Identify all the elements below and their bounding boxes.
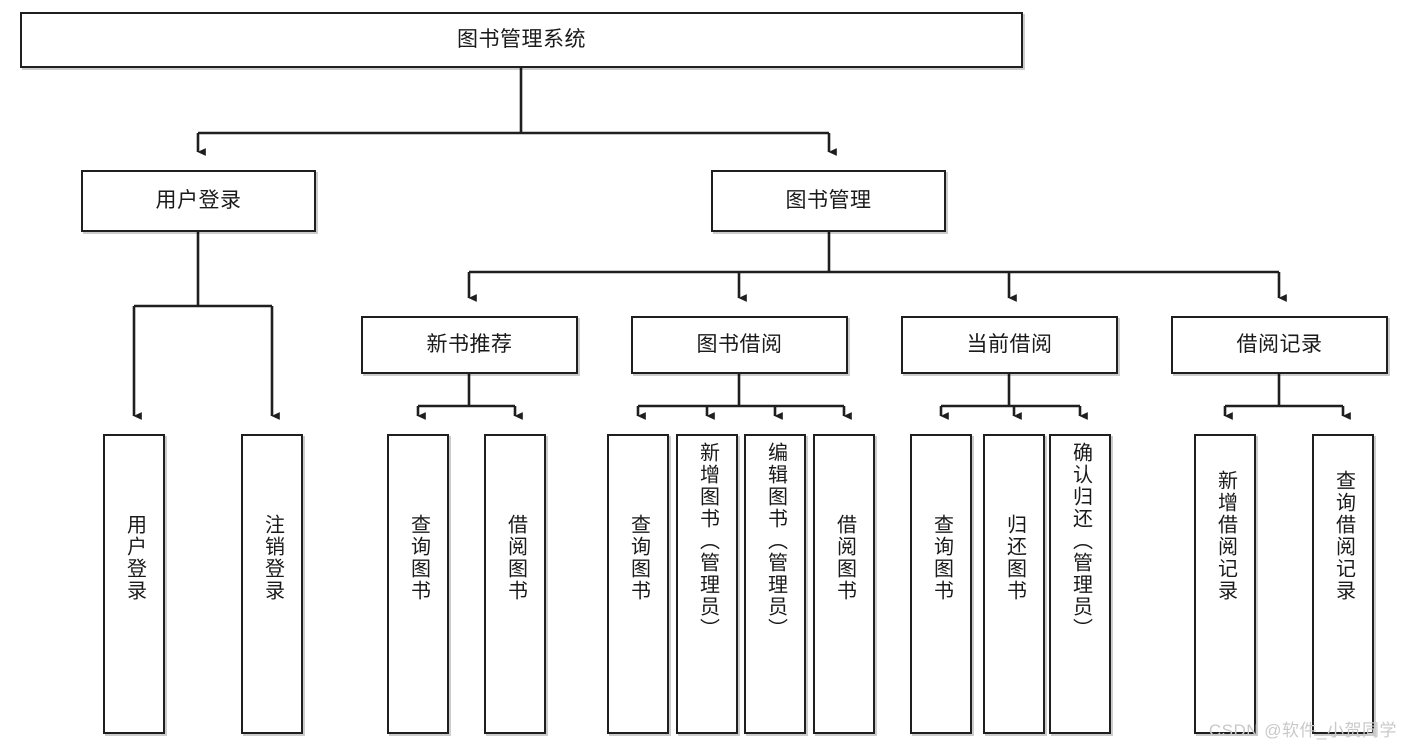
node-leaf-current-return-book[interactable]: 归还图书 (983, 434, 1045, 734)
node-leaf-rec-borrow-book[interactable]: 借阅图书 (484, 434, 546, 734)
node-new-book-rec[interactable]: 新书推荐 (361, 316, 578, 374)
node-book-borrow-label: 图书借阅 (696, 332, 783, 356)
node-leaf-user-login[interactable]: 用户登录 (103, 434, 165, 734)
node-leaf-logout-login[interactable]: 注销登录 (241, 434, 303, 734)
node-book-borrow[interactable]: 图书借阅 (631, 316, 848, 374)
node-leaf-record-add-label: 新增借阅记录 (1214, 470, 1237, 602)
node-leaf-user-login-label: 用户登录 (123, 514, 146, 602)
node-leaf-borrow-edit-book[interactable]: 编辑图书（管理员） (744, 434, 806, 734)
node-leaf-current-confirm-return-label: 确认归还（管理员） (1069, 442, 1092, 640)
watermark-text: CSDN @软件_小贺同学 (1208, 721, 1397, 740)
node-current-borrow-label: 当前借阅 (966, 332, 1053, 356)
node-leaf-borrow-query-book-label: 查询图书 (627, 514, 650, 602)
node-leaf-record-query-label: 查询借阅记录 (1332, 470, 1355, 602)
node-leaf-borrow-edit-book-label: 编辑图书（管理员） (764, 442, 787, 640)
node-borrow-record[interactable]: 借阅记录 (1171, 316, 1388, 374)
node-book-manage[interactable]: 图书管理 (711, 170, 946, 232)
node-user-login-label: 用户登录 (155, 188, 242, 212)
node-book-manage-label: 图书管理 (785, 188, 872, 212)
node-root-label: 图书管理系统 (457, 27, 586, 51)
node-borrow-record-label: 借阅记录 (1236, 332, 1323, 356)
node-leaf-borrow-borrow-book-label: 借阅图书 (833, 514, 856, 602)
node-leaf-borrow-borrow-book[interactable]: 借阅图书 (813, 434, 875, 734)
node-leaf-current-return-book-label: 归还图书 (1003, 514, 1026, 602)
node-leaf-borrow-add-book[interactable]: 新增图书（管理员） (676, 434, 738, 734)
node-leaf-record-query[interactable]: 查询借阅记录 (1312, 434, 1374, 734)
node-root[interactable]: 图书管理系统 (20, 12, 1023, 68)
node-leaf-current-query-book-label: 查询图书 (930, 514, 953, 602)
node-leaf-rec-query-book-label: 查询图书 (407, 514, 430, 602)
node-leaf-current-query-book[interactable]: 查询图书 (910, 434, 972, 734)
node-leaf-rec-borrow-book-label: 借阅图书 (504, 514, 527, 602)
node-current-borrow[interactable]: 当前借阅 (901, 316, 1118, 374)
node-user-login[interactable]: 用户登录 (81, 170, 316, 232)
node-leaf-borrow-add-book-label: 新增图书（管理员） (696, 442, 719, 640)
node-leaf-rec-query-book[interactable]: 查询图书 (387, 434, 449, 734)
node-leaf-record-add[interactable]: 新增借阅记录 (1194, 434, 1256, 734)
node-leaf-logout-login-label: 注销登录 (261, 514, 284, 602)
node-leaf-current-confirm-return[interactable]: 确认归还（管理员） (1049, 434, 1111, 734)
node-new-book-rec-label: 新书推荐 (426, 332, 513, 356)
node-leaf-borrow-query-book[interactable]: 查询图书 (607, 434, 669, 734)
